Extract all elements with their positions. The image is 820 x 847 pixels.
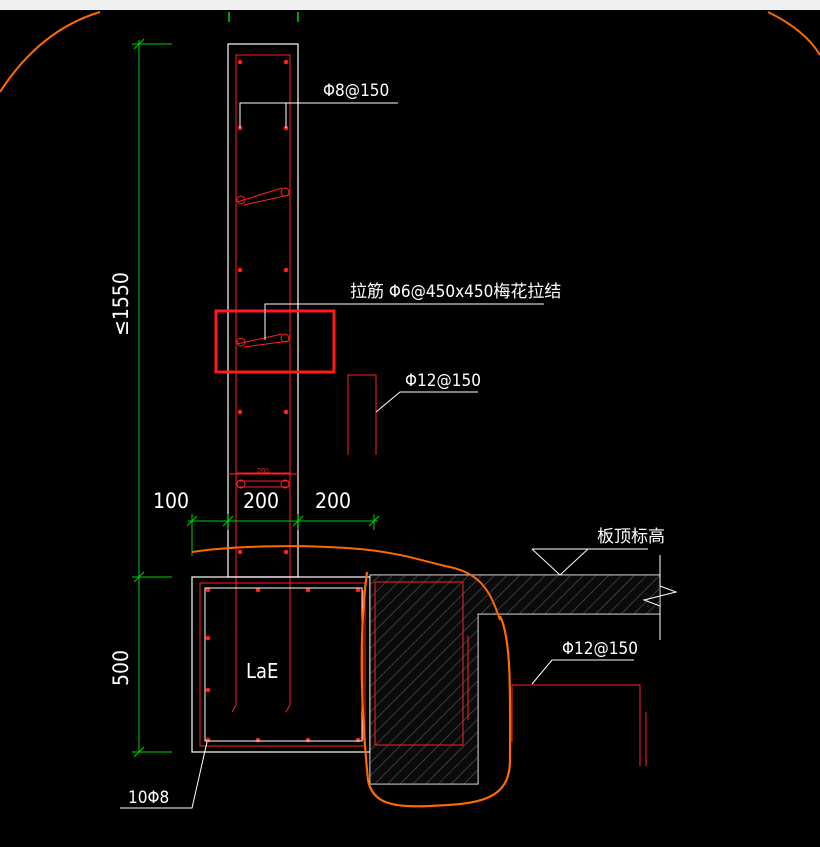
leader-vertical-bar xyxy=(375,391,478,413)
slab-break-symbol xyxy=(642,575,678,614)
rebar-dots xyxy=(205,59,361,743)
base-rebar-inner xyxy=(204,587,363,742)
slab-rebar-outline xyxy=(374,581,464,746)
vertical-bar-symbol xyxy=(347,374,377,455)
tie-bar-highlight-box xyxy=(214,309,336,374)
label-dim-right: 200 xyxy=(315,489,351,513)
label-slab-top-elevation: 板顶标高 xyxy=(597,527,665,547)
rebar-hook-left xyxy=(231,704,237,713)
window-top-strip xyxy=(0,0,820,10)
small-dim-label: 200 xyxy=(257,467,269,475)
markup-curve-top xyxy=(191,545,501,621)
label-base-height-dim: 500 xyxy=(109,650,133,686)
rebar-hook-right xyxy=(285,704,291,713)
label-top-rebar: Φ8@150 xyxy=(323,81,389,101)
base-rebar-outer xyxy=(199,582,366,747)
tie-bars xyxy=(236,187,290,489)
label-anchorage: LaE xyxy=(246,659,278,683)
label-height-dim: ≤1550 xyxy=(109,272,133,336)
wall-rebar-cage xyxy=(235,54,291,474)
leader-slab-bar xyxy=(531,659,634,685)
label-vertical-bar: Φ12@150 xyxy=(405,371,481,391)
markup-arc-left xyxy=(0,11,101,93)
label-dim-mid: 200 xyxy=(243,489,279,513)
height-dimension xyxy=(132,38,172,758)
markup-curve-region xyxy=(360,571,512,808)
label-tie-bar: 拉筋 Φ6@450x450梅花拉结 xyxy=(350,282,561,302)
label-bottom-bars: 10Φ8 xyxy=(128,788,169,808)
width-dimension xyxy=(186,514,380,556)
label-slab-bar: Φ12@150 xyxy=(562,639,638,659)
leader-bottom-bars xyxy=(120,741,208,809)
label-dim-left: 100 xyxy=(153,489,189,513)
markup-arc-right xyxy=(767,11,820,56)
leader-top-rebar xyxy=(239,102,398,128)
slab-hatch-overlay xyxy=(370,575,660,784)
leader-tie-bar xyxy=(264,303,544,340)
base-outline xyxy=(191,576,371,753)
elevation-symbol xyxy=(531,548,589,576)
slab-bar-symbol xyxy=(511,684,641,766)
